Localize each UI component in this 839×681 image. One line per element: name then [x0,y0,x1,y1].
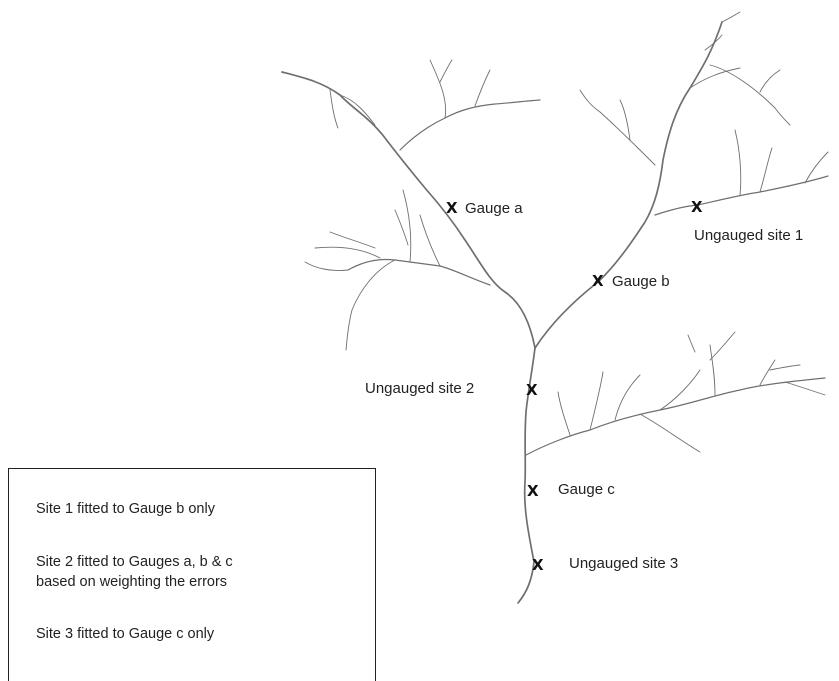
tributary-upper-left [399,99,541,151]
twig-7 [314,246,381,259]
river-branch-gauge-b [534,21,723,349]
twig-9 [402,189,412,263]
twig-29 [687,334,696,353]
gauge-a-label: Gauge a [465,200,523,217]
legend-item-site-2: Site 2 fitted to Gauges a, b & c based o… [36,554,233,590]
river-branch-lower-right [525,377,826,456]
twig-30 [759,359,776,386]
twig-25 [557,391,571,436]
legend-box: Site 1 fitted to Gauge b only Site 2 fit… [8,468,376,681]
gauge-b-marker: X [592,272,604,290]
twig-4 [329,89,339,129]
site-2-label: Ungauged site 2 [365,380,474,397]
river-network [281,11,829,604]
gauge-a-marker: X [446,199,458,217]
gauge-c-marker: X [527,482,539,500]
site-1-marker: X [691,198,703,216]
twig-26 [659,369,701,411]
twig-27 [709,344,716,396]
gauge-c-label: Gauge c [558,481,615,498]
twig-32 [769,364,801,371]
twig-14 [619,99,631,141]
twig-17 [759,69,781,93]
twig-15 [689,67,741,89]
site-3-label: Ungauged site 3 [569,555,678,572]
twig-28 [709,331,736,361]
twig-24 [614,374,641,421]
twig-6 [345,259,396,351]
twig-1 [429,59,447,119]
twig-12 [329,231,376,249]
twig-18 [721,11,741,23]
twig-2 [439,59,453,83]
twig-11 [394,209,409,246]
twig-33 [639,413,701,453]
twig-5 [339,94,376,126]
twig-8 [304,261,349,271]
site-1-label: Ungauged site 1 [694,227,803,244]
twig-20 [734,129,742,196]
twig-21 [759,147,773,193]
main-river-channel [517,347,536,604]
twig-31 [784,381,826,396]
twig-23 [589,371,604,431]
site-2-marker: X [526,381,538,399]
twig-3 [474,69,491,107]
gauge-b-label: Gauge b [612,273,670,290]
legend-item-site-3: Site 3 fitted to Gauge c only [36,626,215,642]
twig-16 [709,64,791,126]
twig-19 [704,34,723,51]
twig-10 [419,214,441,267]
tributary-middle-left [347,258,491,286]
site-3-marker: X [532,556,544,574]
twig-13 [579,89,656,166]
river-branch-site-1 [654,175,829,216]
twig-22 [804,151,829,184]
legend-item-site-1: Site 1 fitted to Gauge b only [36,501,215,517]
